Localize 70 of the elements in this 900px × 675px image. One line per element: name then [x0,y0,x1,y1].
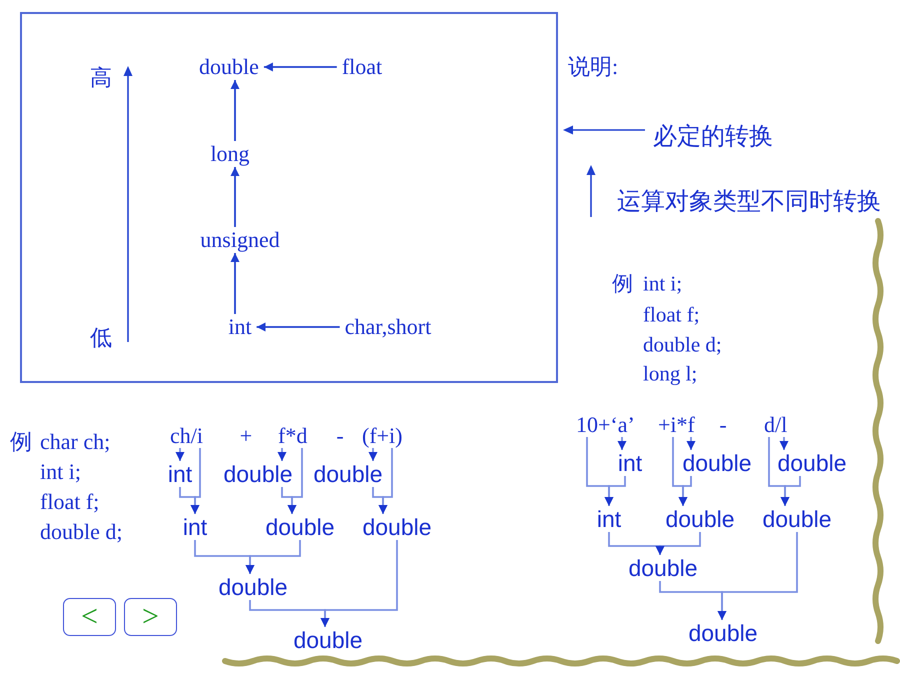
code-line: float f; [40,489,100,515]
result-type: int [168,461,192,487]
result-type: int [182,514,208,540]
example-label: 例 [612,272,633,296]
operator-sign: + [240,423,252,449]
type-name: char,short [340,314,436,340]
arrow [672,437,688,506]
operator-sign: - [719,412,727,438]
result-type: double [628,555,698,581]
arrow [768,437,790,506]
example-label: 例 [10,429,32,455]
code-line: float f; [643,302,700,328]
expression-text: ch/i [170,424,203,448]
arrow [686,437,696,450]
code-line: double d; [40,519,122,545]
code-line: int i; [40,459,81,485]
result-type: int [618,450,642,476]
expression-text: f*d [278,424,308,448]
operator-sign: - [336,423,344,449]
result-type: double [777,450,847,476]
arrow [230,167,240,227]
result-type: double [665,506,735,532]
arrow [718,532,798,620]
expression-text: +i*f [658,413,695,437]
code-line: double d; [643,332,722,358]
expression-text: d/l [764,413,788,437]
result-type: double [762,506,832,532]
expression-text: (f+i) [362,424,402,448]
arrow [618,437,626,450]
arrow [320,540,398,627]
arrow [656,532,701,555]
arrow [368,448,378,461]
legend-text: 运算对象类型不同时转换 [617,188,881,216]
previous-button: < [63,598,116,636]
result-type: double [293,627,363,653]
result-type: double [218,574,288,600]
result-type: double [265,514,335,540]
code-line: int i; [643,272,682,296]
type-name: unsigned [195,227,285,253]
expression-text: 10+‘a’ [576,413,635,437]
result-type: double [688,620,758,646]
result-type: double [682,450,752,476]
result-type: int [596,506,622,532]
arrow [780,437,788,450]
type-name: int [223,314,257,340]
arrow [246,540,301,574]
arrow [264,62,337,72]
legend-text: 必定的转换 [653,123,773,151]
scale-label: 高 [90,65,112,91]
next-button: > [124,598,177,636]
type-name: float [336,54,388,80]
arrow [288,448,303,514]
code-line: char ch; [40,429,110,455]
hierarchy-frame [20,12,558,383]
legend-heading: 说明: [568,54,618,80]
arrow [190,448,201,514]
type-name: long [205,141,255,167]
arrow [176,448,184,461]
result-type: double [223,461,293,487]
code-line: long l; [643,362,698,386]
arrow [256,322,340,332]
arrow [586,437,614,506]
arrow [230,253,240,314]
arrow [378,448,393,514]
type-name: double [194,54,264,80]
result-type: double [313,461,383,487]
arrow [278,448,286,461]
result-type: double [362,514,432,540]
scale-label: 低 [90,325,112,351]
arrow [230,80,240,141]
